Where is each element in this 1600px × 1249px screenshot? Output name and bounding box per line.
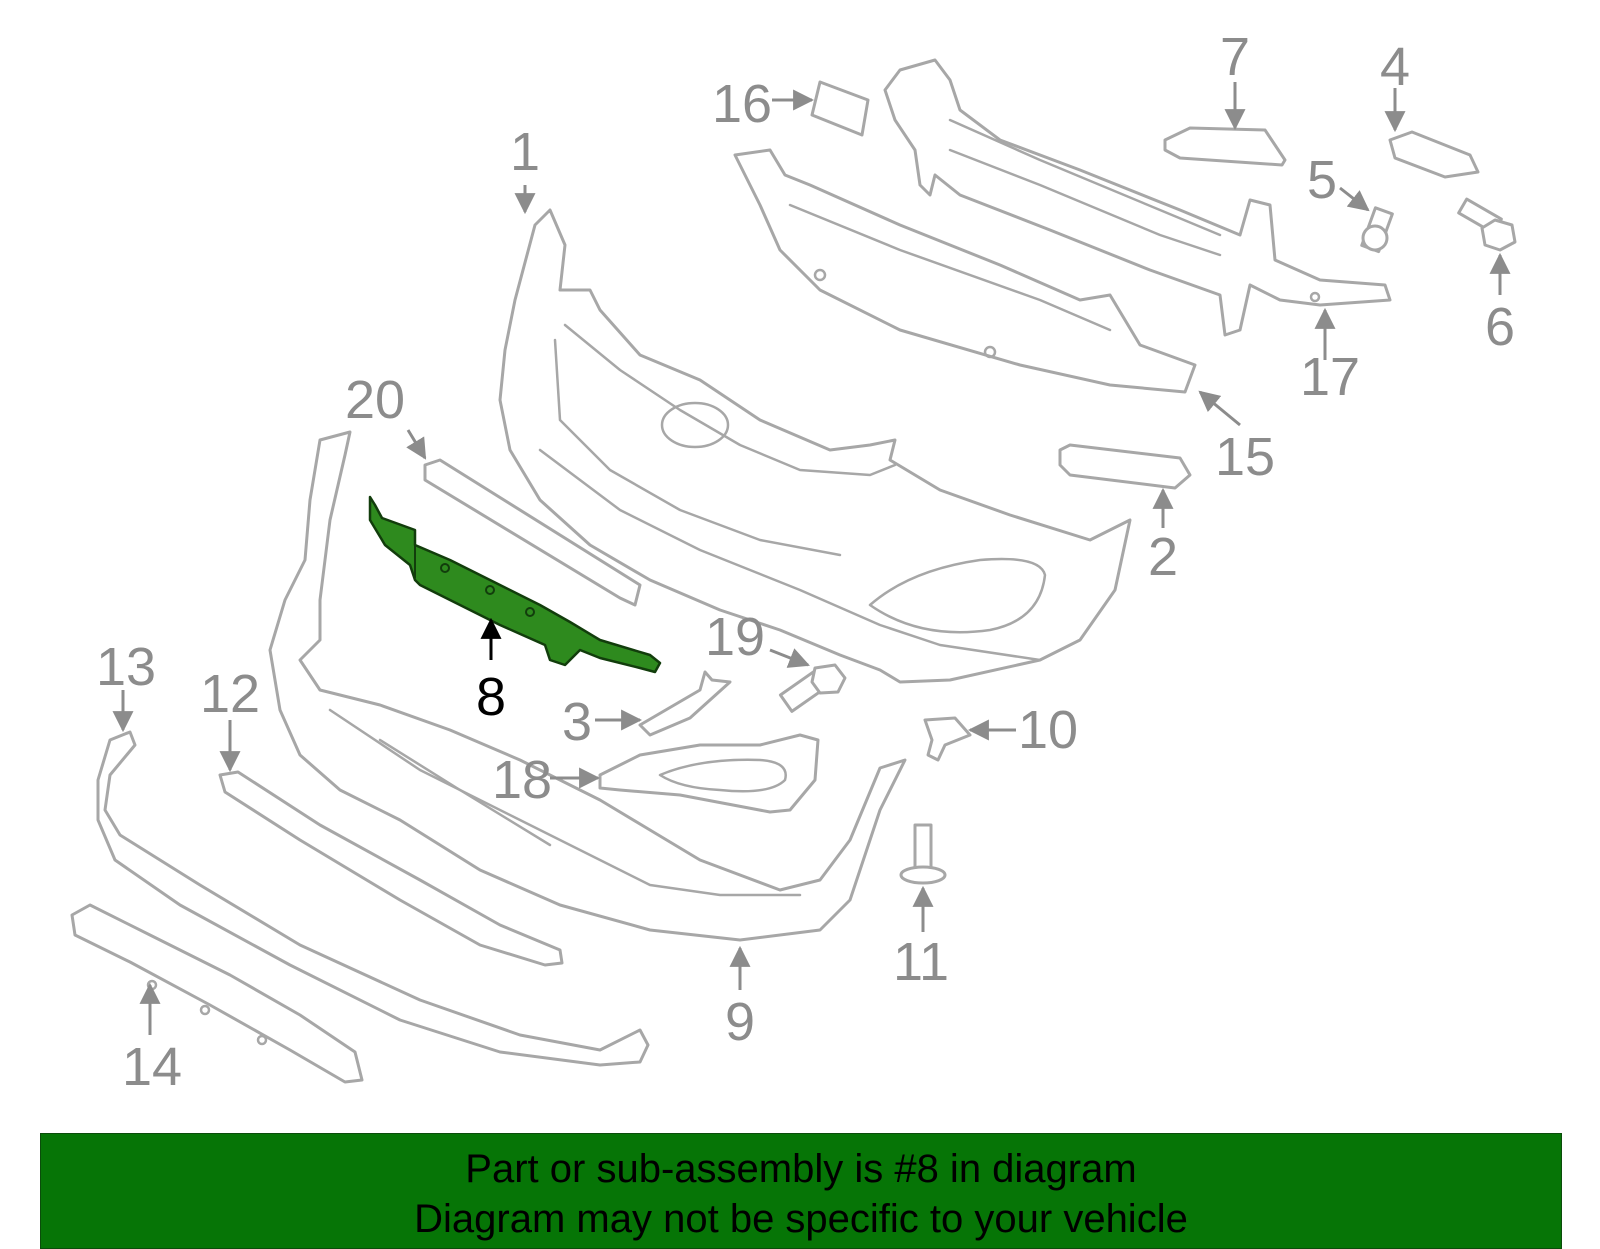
part-8-bumper-support-highlighted bbox=[368, 495, 662, 674]
callout-labels: 1 2 3 4 5 6 7 8 9 10 11 12 13 14 15 16 1… bbox=[96, 27, 1515, 1097]
callout-10: 10 bbox=[1018, 700, 1078, 760]
part-16-plate bbox=[810, 80, 870, 137]
disclaimer-banner: Part or sub-assembly is #8 in diagram Di… bbox=[40, 1133, 1562, 1249]
callout-6: 6 bbox=[1485, 297, 1515, 357]
callout-3: 3 bbox=[562, 692, 592, 752]
callout-4: 4 bbox=[1380, 37, 1410, 97]
part-5-bolt bbox=[1360, 206, 1394, 254]
part-18-grille bbox=[598, 733, 820, 814]
callout-14: 14 bbox=[122, 1037, 182, 1097]
callout-arrows bbox=[112, 82, 1511, 1035]
callout-20: 20 bbox=[345, 370, 405, 430]
part-6-bolt bbox=[1457, 197, 1517, 252]
part-20-strip bbox=[423, 458, 642, 607]
part-17-bumper-reinforcement bbox=[883, 58, 1392, 337]
callout-17: 17 bbox=[1300, 347, 1360, 407]
part-12-strip bbox=[218, 770, 564, 967]
part-15-energy-absorber bbox=[733, 148, 1197, 394]
callout-2: 2 bbox=[1148, 527, 1178, 587]
part-14-skid bbox=[70, 903, 364, 1084]
callout-19: 19 bbox=[705, 607, 765, 667]
banner-line-disclaimer: Diagram may not be specific to your vehi… bbox=[414, 1197, 1188, 1241]
part-10-clip bbox=[923, 716, 972, 762]
part-1-bumper-cover bbox=[498, 208, 1132, 684]
part-4-retainer bbox=[1388, 130, 1480, 179]
callout-8: 8 bbox=[476, 667, 506, 727]
callout-11: 11 bbox=[893, 932, 949, 992]
part-9-lower-cover bbox=[268, 430, 907, 942]
callout-12: 12 bbox=[200, 664, 260, 724]
callout-5: 5 bbox=[1307, 150, 1337, 210]
part-11-screw bbox=[899, 823, 947, 885]
part-19-bolt bbox=[778, 663, 847, 713]
callout-1: 1 bbox=[510, 122, 540, 182]
callout-16: 16 bbox=[712, 74, 772, 134]
callout-18: 18 bbox=[492, 750, 552, 810]
part-2-trim bbox=[1058, 443, 1192, 490]
part-3-bracket bbox=[638, 670, 732, 737]
callout-15: 15 bbox=[1215, 427, 1275, 487]
banner-line-part: Part or sub-assembly is #8 in diagram bbox=[465, 1147, 1137, 1191]
callout-9: 9 bbox=[725, 992, 755, 1052]
part-7-bracket bbox=[1163, 126, 1287, 167]
callout-7: 7 bbox=[1220, 27, 1250, 87]
part-13-lip bbox=[96, 730, 650, 1067]
callout-13: 13 bbox=[96, 637, 156, 697]
